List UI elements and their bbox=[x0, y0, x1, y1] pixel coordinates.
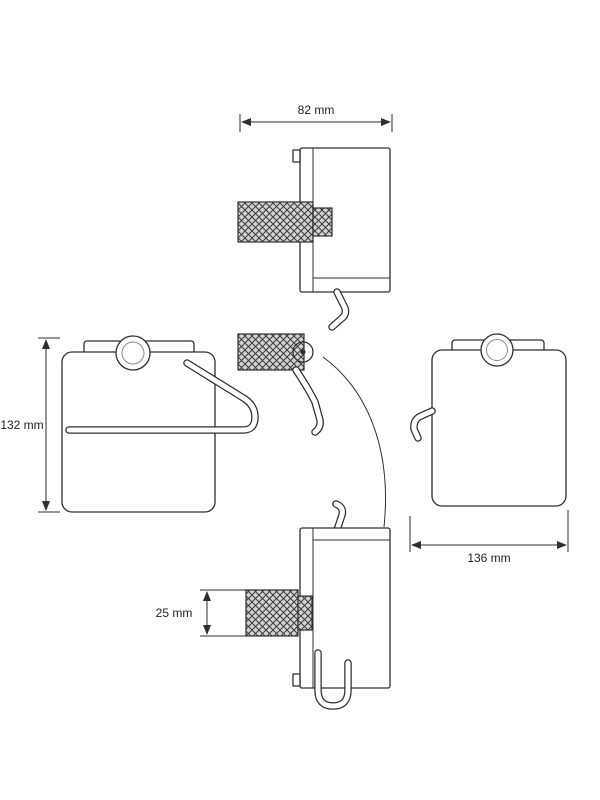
front-view: 132 mm bbox=[0, 335, 259, 513]
roller-hook-wire bbox=[292, 366, 324, 436]
roller-cap bbox=[312, 207, 333, 237]
dimension-front-height: 132 mm bbox=[0, 337, 60, 513]
wall-plate-tab bbox=[292, 149, 301, 163]
swing-path-curve bbox=[322, 356, 387, 528]
top-view-roller bbox=[237, 201, 333, 243]
dim-label-side-width: 136 mm bbox=[467, 551, 510, 565]
side-hook-wire bbox=[410, 407, 436, 442]
bottom-view-roller bbox=[245, 589, 313, 637]
bottom-view-body bbox=[292, 527, 391, 689]
top-view: 82 mm bbox=[237, 103, 393, 331]
dimension-roller-height: 25 mm bbox=[156, 589, 246, 637]
knob-front bbox=[115, 335, 151, 371]
roller-detail bbox=[237, 333, 324, 436]
roller-end-cap bbox=[292, 341, 314, 363]
roller-axle-dot bbox=[300, 349, 306, 355]
roller-cap-bottom bbox=[297, 595, 313, 631]
bottom-view-top-hook bbox=[327, 500, 347, 552]
dim-label-roller-height: 25 mm bbox=[156, 606, 193, 620]
dimension-top-width: 82 mm bbox=[239, 103, 393, 132]
bottom-view: 25 mm bbox=[156, 500, 391, 710]
cover-side bbox=[431, 349, 567, 507]
knurled-roller-detail bbox=[237, 333, 305, 371]
bottom-view-bottom-hook bbox=[314, 649, 352, 710]
dimension-side-width: 136 mm bbox=[409, 510, 569, 565]
knob-side bbox=[480, 333, 514, 367]
knurled-roller bbox=[237, 201, 314, 243]
paper-support-wire bbox=[65, 359, 259, 434]
top-view-hook-wire bbox=[328, 288, 350, 331]
knurled-roller-bottom bbox=[245, 589, 299, 637]
wall-plate-tab-bottom bbox=[292, 673, 301, 687]
dim-label-front-height: 132 mm bbox=[0, 418, 43, 432]
side-view: 136 mm bbox=[409, 333, 569, 565]
dim-label-top-width: 82 mm bbox=[298, 103, 335, 117]
